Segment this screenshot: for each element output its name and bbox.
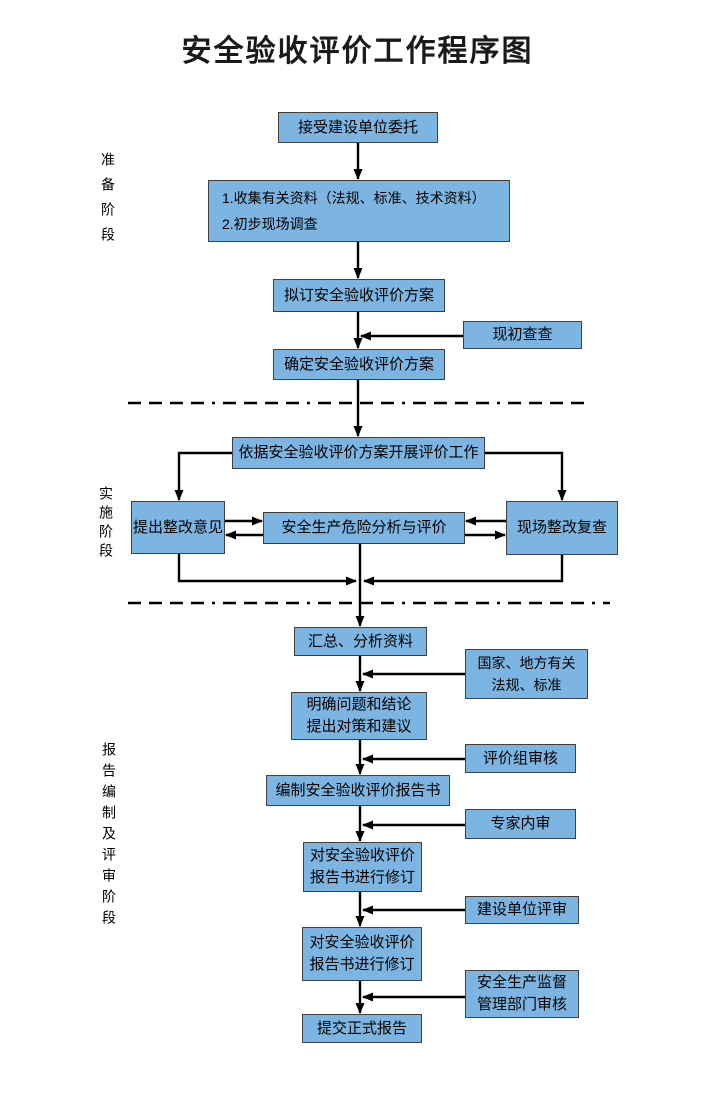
node-label-line1: 对安全验收评价 [309, 847, 415, 864]
node-label-line2: 报告书进行修订 [309, 956, 415, 973]
node-propose-rectification: 提出整改意见 [131, 501, 225, 554]
node-client-review: 建设单位评审 [465, 896, 579, 924]
page-title: 安全验收评价工作程序图 [181, 35, 534, 68]
node-label-line2: 法规、标准 [491, 677, 562, 693]
node-label: 拟订安全验收评价方案 [283, 286, 434, 304]
node-submit-report: 提交正式报告 [302, 1014, 422, 1043]
node-label: 安全生产危险分析与评价 [281, 519, 447, 536]
node-label: 建设单位评审 [476, 901, 567, 918]
node-label: 现初查查 [492, 326, 553, 343]
node-confirm-plan: 确定安全验收评价方案 [273, 349, 445, 380]
node-label: 提交正式报告 [316, 1019, 407, 1037]
node-label: 接受建设单位委托 [297, 118, 418, 136]
node-accept-commission: 接受建设单位委托 [278, 112, 438, 143]
node-summarize-analyze: 汇总、分析资料 [294, 627, 427, 656]
node-team-review: 评价组审核 [465, 744, 576, 773]
node-label: 专家内审 [490, 815, 551, 832]
node-site-recheck: 现场整改复查 [506, 501, 618, 555]
node-label: 评价组审核 [482, 749, 558, 767]
stage-label-preparation: 准备阶段 [100, 152, 116, 252]
node-label: 现场整改复查 [516, 519, 607, 536]
node-compile-report: 编制安全验收评价报告书 [266, 775, 450, 806]
stage-label-implementation: 实施阶段 [98, 486, 114, 562]
node-label-line2: 提出对策和建议 [306, 718, 412, 735]
node-label-line2: 管理部门审核 [476, 996, 567, 1013]
stage-label-reporting: 报告编制及评审阶段 [101, 742, 117, 931]
node-label-line2: 2.初步现场调查 [222, 216, 318, 232]
node-carry-out-evaluation: 依据安全验收评价方案开展评价工作 [232, 437, 485, 469]
node-revise-report-2: 对安全验收评价 报告书进行修订 [302, 927, 422, 981]
node-label: 汇总、分析资料 [307, 632, 413, 650]
node-label: 编制安全验收评价报告书 [275, 781, 441, 799]
node-label-line1: 安全生产监督 [476, 974, 567, 991]
node-hazard-analysis: 安全生产危险分析与评价 [263, 512, 465, 544]
node-expert-review: 专家内审 [465, 809, 576, 839]
node-label: 依据安全验收评价方案开展评价工作 [238, 444, 479, 461]
node-authority-review: 安全生产监督 管理部门审核 [465, 970, 579, 1018]
node-label-line1: 明确问题和结论 [306, 696, 412, 713]
node-collect-materials: 1.收集有关资料（法规、标准、技术资料） 2.初步现场调查 [208, 180, 510, 242]
node-draft-plan: 拟订安全验收评价方案 [273, 279, 445, 312]
node-clarify-conclusions: 明确问题和结论 提出对策和建议 [291, 692, 427, 740]
node-label-line2: 报告书进行修订 [309, 869, 415, 886]
node-label-line1: 对安全验收评价 [309, 934, 415, 951]
node-label: 提出整改意见 [132, 518, 223, 536]
node-label: 确定安全验收评价方案 [283, 355, 434, 373]
node-label-line1: 国家、地方有关 [477, 655, 576, 671]
node-laws-standards: 国家、地方有关 法规、标准 [465, 649, 588, 699]
node-initial-survey: 现初查查 [463, 321, 582, 349]
node-label-line1: 1.收集有关资料（法规、标准、技术资料） [222, 190, 486, 206]
node-revise-report-1: 对安全验收评价 报告书进行修订 [303, 842, 422, 892]
